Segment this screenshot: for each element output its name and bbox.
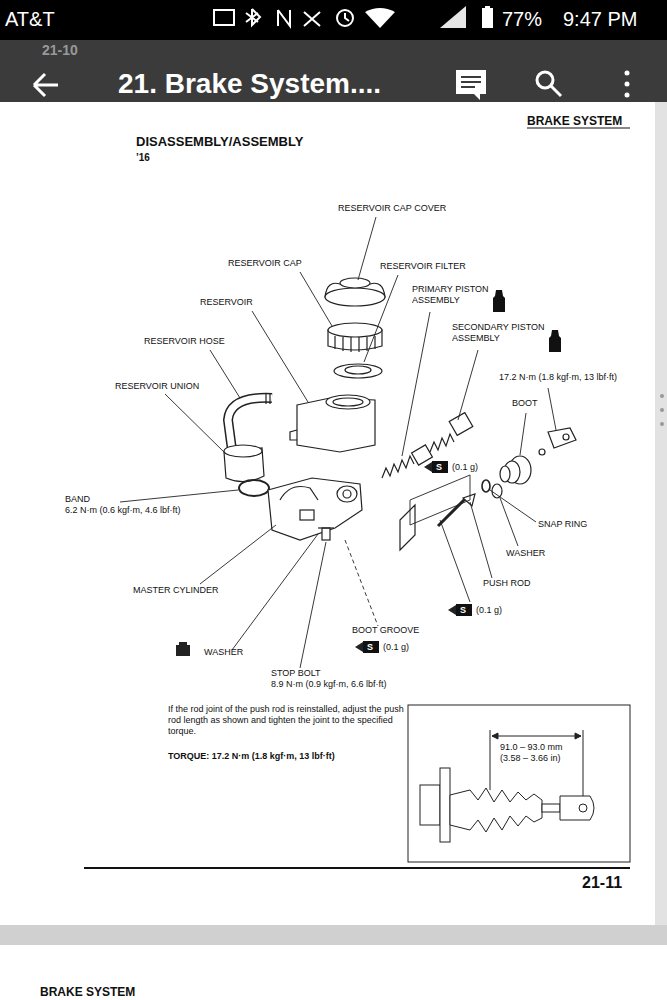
dimension-label: (3.58 – 3.66 in) <box>500 753 561 764</box>
status-battery: 77% <box>502 7 542 31</box>
grease-amount: (0.1 g) <box>383 642 409 653</box>
section-heading: DISASSEMBLY/ASSEMBLY <box>136 134 303 149</box>
status-carrier: AT&T <box>5 7 55 31</box>
model-year: ’16 <box>136 152 150 164</box>
dimension-label: 91.0 – 93.0 mm <box>500 742 563 753</box>
torque-spec: 8.9 N·m (0.9 kgf·m, 6.6 lbf·ft) <box>271 679 387 690</box>
part-label: BOOT GROOVE <box>352 625 419 636</box>
page-header: BRAKE SYSTEM <box>40 985 135 999</box>
part-label: RESERVOIR CAP COVER <box>338 203 446 214</box>
torque-spec: TORQUE: 17.2 N·m (1.8 kgf·m, 13 lbf·ft) <box>168 751 335 762</box>
grease-mark: S <box>460 604 466 616</box>
page-number: 21-11 <box>582 874 622 892</box>
torque-spec: 6.2 N·m (0.6 kgf·m, 4.6 lbf·ft) <box>65 505 181 516</box>
part-label: BOOT <box>512 398 538 409</box>
part-label: SECONDARY PISTON ASSEMBLY <box>452 322 547 344</box>
part-label: RESERVOIR UNION <box>115 381 199 392</box>
status-clock: 9:47 PM <box>563 7 637 31</box>
part-label: RESERVOIR CAP <box>228 258 302 269</box>
part-label: WASHER <box>204 647 243 658</box>
part-label: RESERVOIR FILTER <box>380 261 466 272</box>
note-text: If the rod joint of the push rod is rein… <box>168 704 404 737</box>
torque-spec: 17.2 N·m (1.8 kgf·m, 13 lbf·ft) <box>499 372 617 383</box>
part-label: WASHER <box>506 548 545 559</box>
part-label: RESERVOIR <box>200 297 253 308</box>
part-label: PRIMARY PISTON ASSEMBLY <box>412 284 494 306</box>
part-label: PUSH ROD <box>483 578 531 589</box>
part-label: MASTER CYLINDER <box>133 585 219 596</box>
grease-mark: S <box>367 641 373 653</box>
grease-amount: (0.1 g) <box>476 605 502 616</box>
grease-amount: (0.1 g) <box>452 462 478 473</box>
page-number: 21-10 <box>42 42 78 58</box>
grease-mark: S <box>436 461 442 473</box>
part-label: RESERVOIR HOSE <box>144 336 225 347</box>
page-header: BRAKE SYSTEM <box>527 114 622 128</box>
part-label: BAND <box>65 494 90 505</box>
part-label: STOP BOLT <box>271 668 321 679</box>
part-label: SNAP RING <box>538 519 587 530</box>
app-title: 21. Brake System.... <box>118 68 381 100</box>
